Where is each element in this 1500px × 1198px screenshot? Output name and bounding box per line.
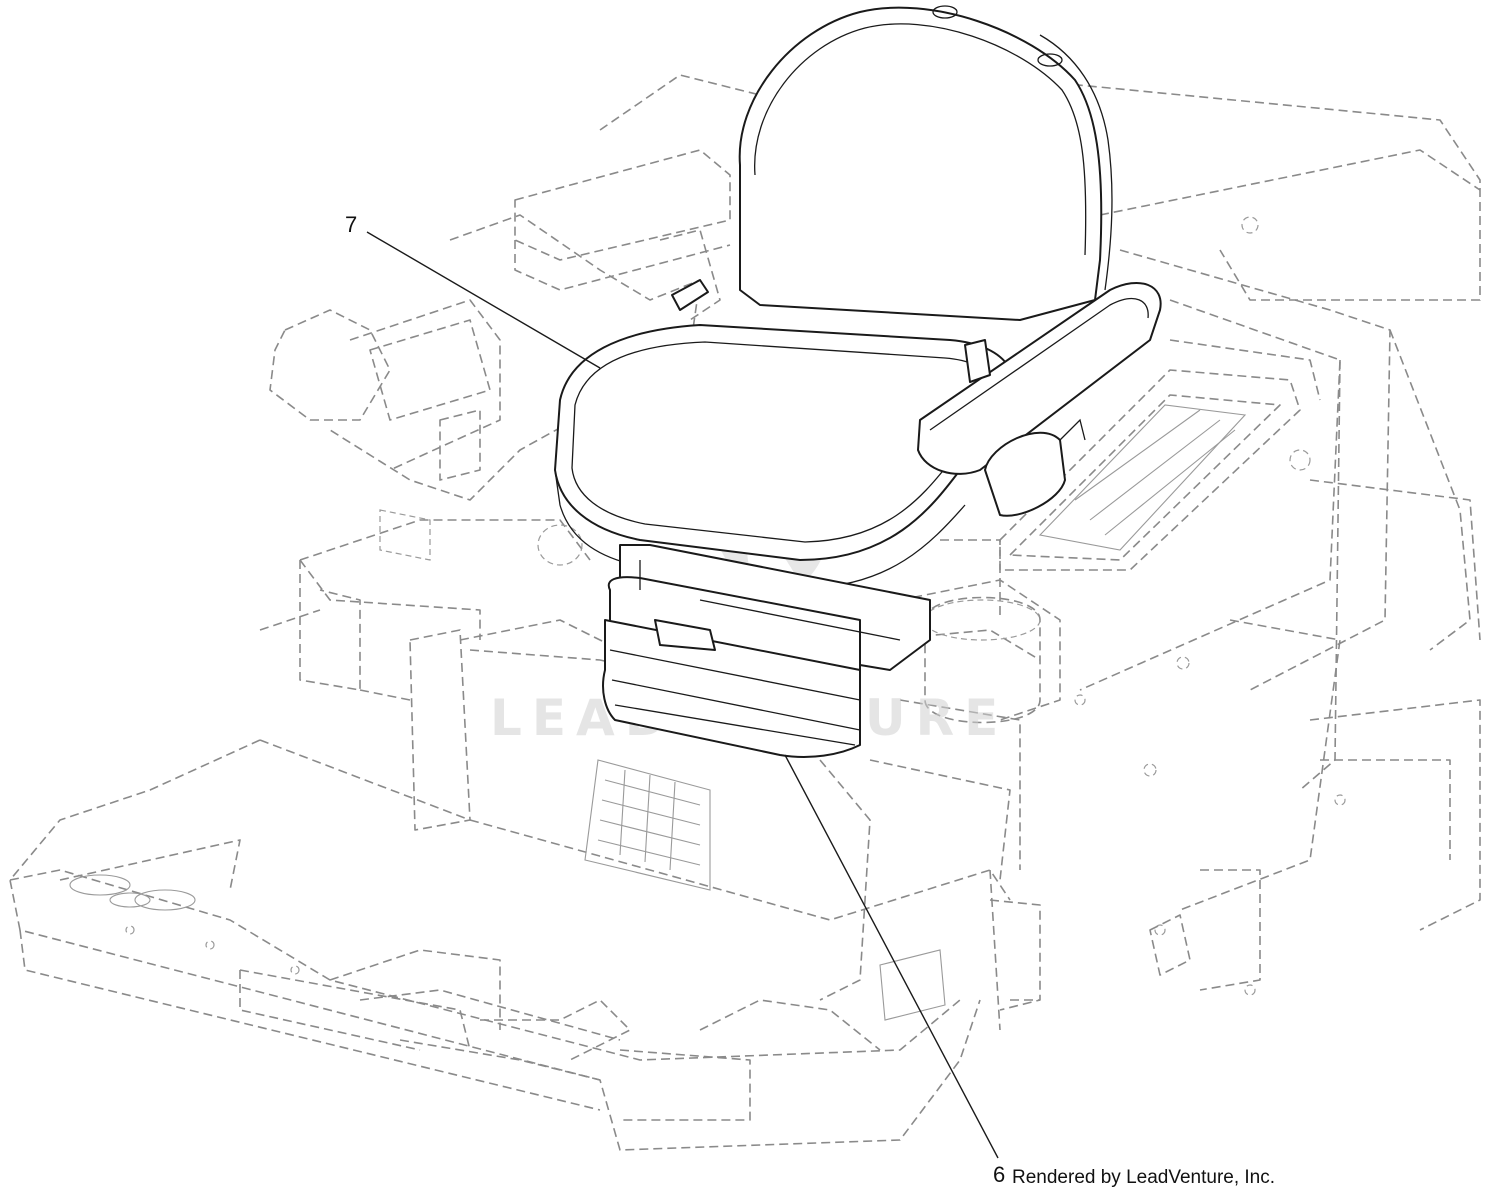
- floor-vent-grilles: [69, 874, 196, 911]
- mower-frame-outline: [9, 59, 1481, 1151]
- callout-group-6: 6: [784, 754, 1005, 1187]
- safety-decal-floor: [584, 759, 711, 891]
- callout-label-6: 6: [993, 1162, 1005, 1187]
- safety-decal-console: [1038, 404, 1247, 551]
- seat-assembly: [554, 5, 1162, 758]
- leader-line-6: [784, 754, 999, 1159]
- callout-label-7: 7: [345, 212, 357, 237]
- serial-plate: [879, 949, 946, 1021]
- rendered-by-credit: Rendered by LeadVenture, Inc.: [1012, 1167, 1275, 1188]
- leader-line-7: [366, 231, 601, 369]
- callout-group-7: 7: [345, 212, 601, 369]
